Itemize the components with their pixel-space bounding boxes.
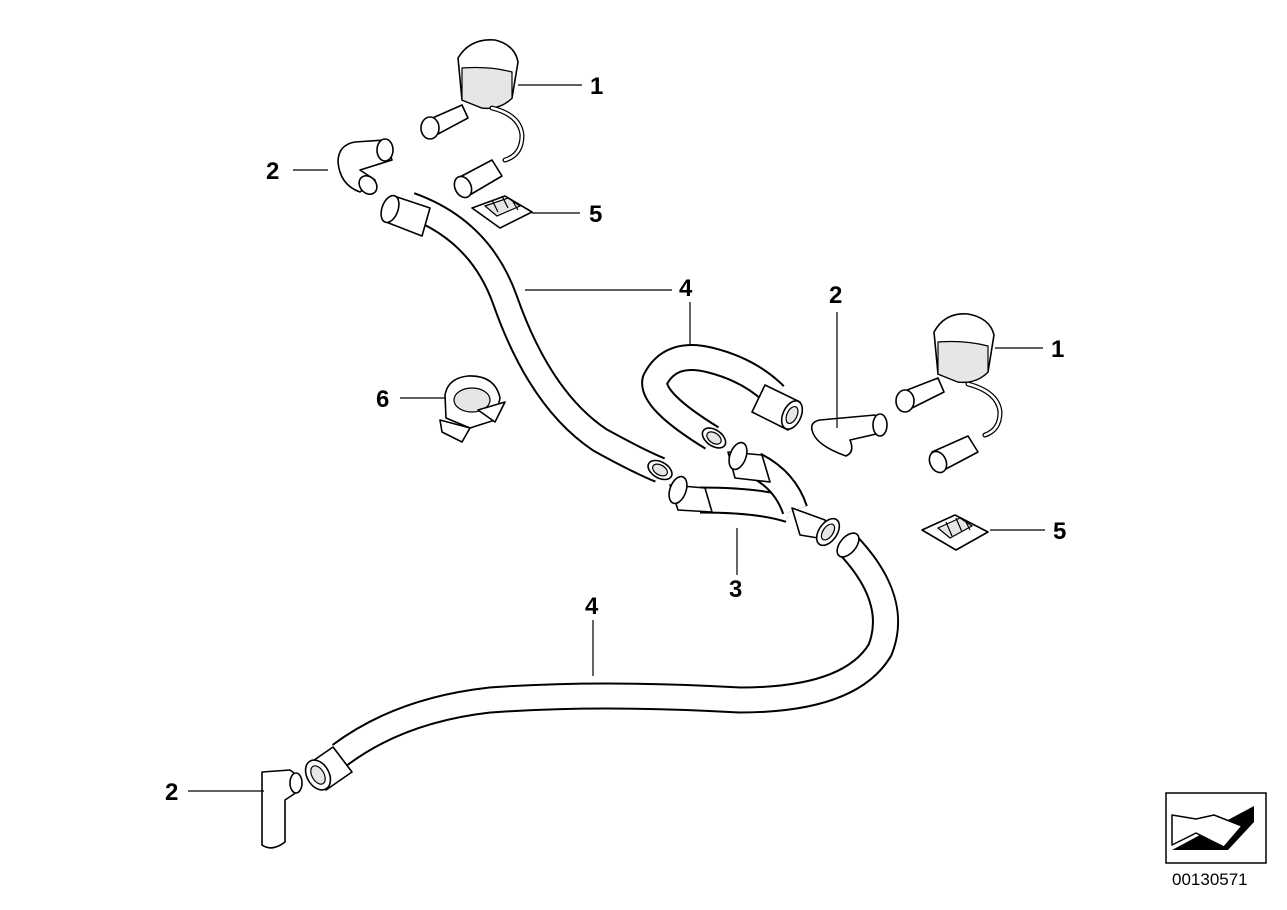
elbow-top-left[interactable]	[337, 138, 394, 198]
callout-2-elbow-bottom: 2	[165, 779, 178, 806]
callout-5-clip-right: 5	[1053, 518, 1066, 545]
callout-4-hose-upper: 4	[679, 275, 693, 302]
hose-lower[interactable]	[300, 529, 899, 794]
y-piece[interactable]	[666, 440, 844, 549]
elbow-bottom[interactable]	[261, 769, 303, 849]
hose-upper[interactable]	[378, 192, 676, 483]
callout-5-clip-top: 5	[589, 201, 602, 228]
arrow-icon	[1171, 806, 1254, 850]
callout-2-elbow-middle: 2	[829, 282, 842, 309]
callout-1-nozzle-right: 1	[1051, 336, 1064, 363]
hose-clamp[interactable]	[439, 375, 506, 443]
hose-loop[interactable]	[641, 344, 807, 453]
callout-1-nozzle-top: 1	[590, 73, 603, 100]
callout-4-hose-lower: 4	[585, 593, 599, 620]
callout-6-hose-clamp: 6	[376, 386, 389, 413]
elbow-middle[interactable]	[810, 413, 888, 457]
reference-box	[1165, 792, 1267, 864]
nozzle-right[interactable]	[895, 313, 1003, 476]
clip-top[interactable]	[471, 195, 533, 229]
clip-right[interactable]	[921, 514, 989, 551]
leader-lines	[188, 84, 1045, 792]
callout-3-y-piece: 3	[729, 576, 742, 603]
nozzle-top[interactable]	[420, 39, 525, 201]
callout-2-elbow-top-left: 2	[266, 158, 279, 185]
callout-numbers: 1 2 5 4 2 1 6 3 5 4 2	[165, 73, 1066, 806]
reference-number: 00130571	[1172, 870, 1248, 889]
